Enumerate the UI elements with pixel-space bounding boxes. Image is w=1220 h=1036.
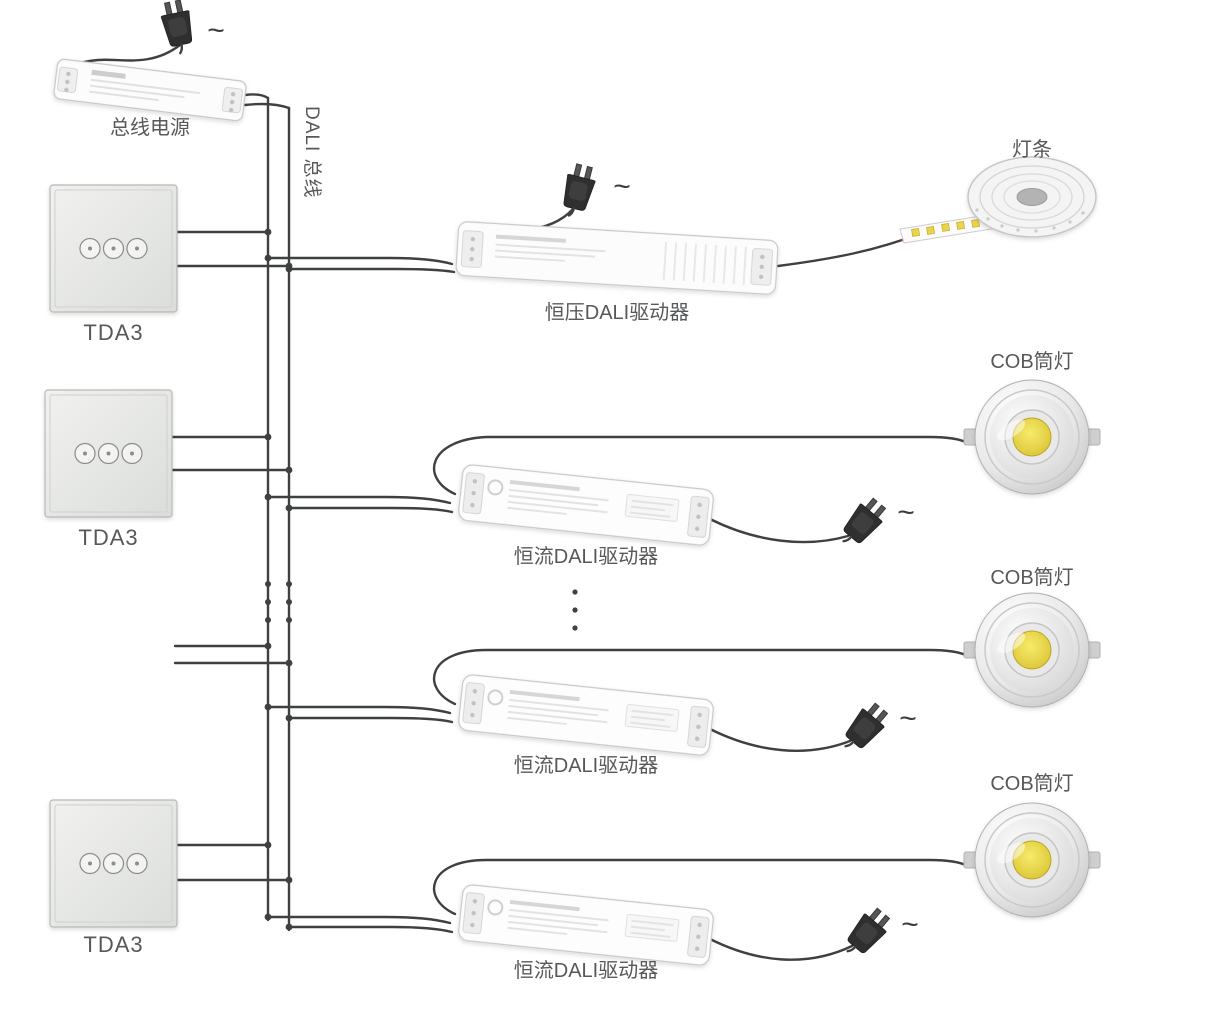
cc-driver-unit <box>458 884 714 966</box>
wire-cc1-to-cob1 <box>432 435 970 496</box>
ac-symbol: ~ <box>897 496 915 529</box>
mains-plug-icon <box>835 697 894 759</box>
tda3-panel <box>50 185 177 312</box>
wire-cc1-to-mains <box>708 517 850 544</box>
tda3-label: TDA3 <box>83 320 144 345</box>
cob-downlight-label: COB筒灯 <box>990 351 1074 373</box>
cc-driver-label: 恒流DALI驱动器 <box>513 755 659 777</box>
wire-cc3-to-mains <box>708 937 854 961</box>
mains-plug-icon <box>837 902 896 964</box>
wire-cc3-to-cob3 <box>432 858 970 916</box>
cob-downlight-icon <box>964 803 1100 917</box>
cc-driver-label: 恒流DALI驱动器 <box>513 960 659 982</box>
mains-plug-icon <box>556 161 600 221</box>
dali-bus-lines <box>243 93 291 932</box>
mains-plug-icon <box>833 492 892 554</box>
wiring <box>56 43 970 961</box>
led-strip-coil-icon <box>899 156 1097 244</box>
tda3-panel <box>45 390 172 517</box>
tda3-label: TDA3 <box>83 932 144 957</box>
led-strip-label: 灯条 <box>1012 139 1052 161</box>
tda3-label: TDA3 <box>78 525 139 550</box>
cob-downlight-icon <box>964 593 1100 707</box>
cob-downlight-label: COB筒灯 <box>990 567 1074 589</box>
ac-symbol: ~ <box>613 170 631 203</box>
cob-downlight-icon <box>964 380 1100 494</box>
dali-bus-label: DALI 总线 <box>301 106 322 199</box>
wire-cv-driver-to-strip <box>776 238 904 268</box>
cv-driver-unit <box>456 221 779 294</box>
cc-driver-label: 恒流DALI驱动器 <box>513 546 659 568</box>
cc-driver-unit <box>458 674 714 756</box>
ac-symbol: ~ <box>901 908 919 941</box>
tda3-panel <box>50 800 177 927</box>
cv-driver-label: 恒压DALI驱动器 <box>544 302 690 324</box>
ac-symbol: ~ <box>899 702 917 735</box>
wire-cc2-to-mains <box>708 727 852 752</box>
cob-downlight-label: COB筒灯 <box>990 773 1074 795</box>
bus-power-label: 总线电源 <box>110 117 190 139</box>
bus-power-unit <box>53 59 246 122</box>
junction-dots <box>264 228 293 931</box>
ellipsis-dots <box>265 581 578 631</box>
cc-driver-unit <box>458 464 714 546</box>
wire-cc2-to-cob2 <box>432 648 970 706</box>
ac-symbol: ~ <box>207 14 225 47</box>
